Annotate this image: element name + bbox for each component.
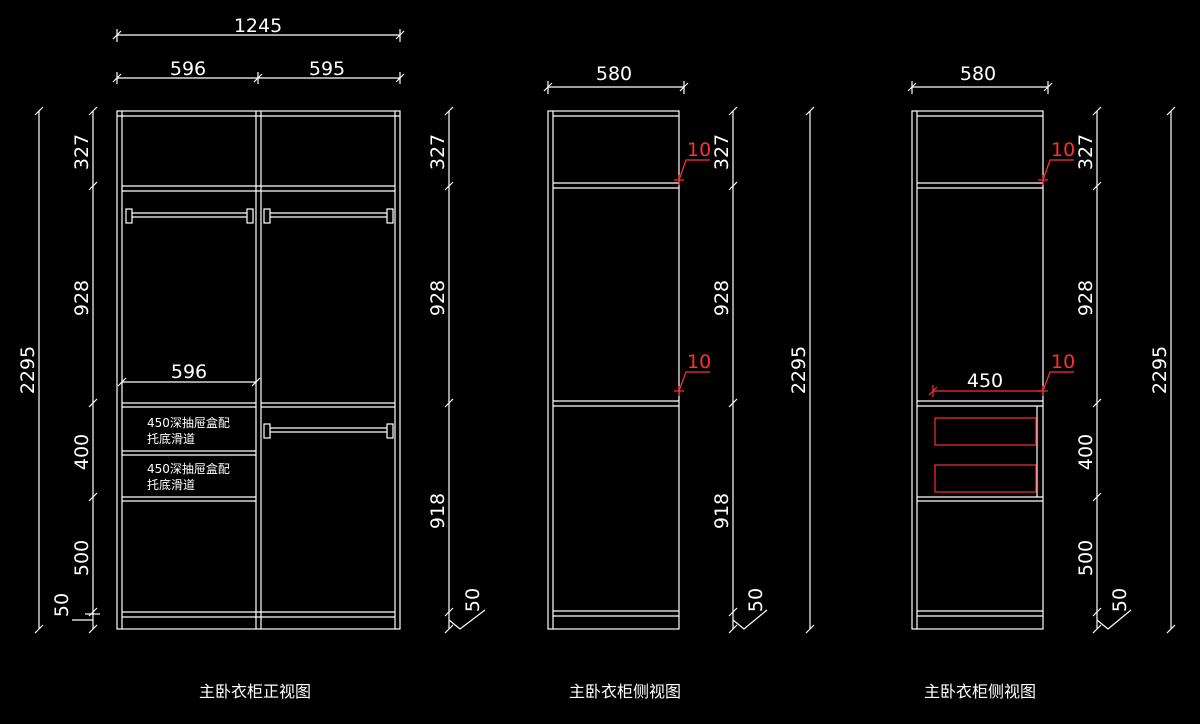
side1-height-327: 327 [711,134,733,170]
side2-height-928: 928 [1075,280,1097,316]
red-annotations [674,159,1074,493]
side1-height-928: 928 [711,280,733,316]
side-view-2-cabinet [911,110,1044,630]
side2-height-50: 50 [1109,588,1131,612]
front-right-height-50: 50 [462,588,484,612]
side2-height-500: 500 [1075,540,1097,576]
drawer-box-lower [934,464,1037,493]
side2-total-height: 2295 [1149,346,1171,394]
front-left-height-chain [34,106,100,634]
side1-offset-mid: 10 [687,351,711,373]
side2-offset-mid: 10 [1051,351,1075,373]
side-view-1-title: 主卧衣柜侧视图 [569,682,681,701]
front-left-width-label: 596 [170,58,206,80]
side2-height-327: 327 [1075,134,1097,170]
drawer1-note-line1: 450深抽屉盒配 [147,415,230,430]
front-drawer-width-label: 596 [171,361,207,383]
side1-width-label: 580 [596,63,632,85]
front-left-height-327: 327 [71,134,93,170]
front-right-height-918: 918 [427,493,449,529]
drawer-box-upper [934,417,1037,446]
front-view-title: 主卧衣柜正视图 [199,682,311,701]
front-right-height-928: 928 [427,280,449,316]
side1-total-height: 2295 [788,346,810,394]
side-view-1-cabinet [547,110,680,630]
side-view-1-dimensions [543,81,815,634]
front-left-height-500: 500 [71,540,93,576]
front-right-height-327: 327 [427,134,449,170]
front-total-width-label: 1245 [234,15,282,37]
side2-drawer-depth: 450 [967,370,1003,392]
side1-offset-top: 10 [687,139,711,161]
drawer2-note-line1: 450深抽屉盒配 [147,461,230,476]
side-view-2-title: 主卧衣柜侧视图 [924,682,1036,701]
side1-height-918: 918 [711,493,733,529]
side2-height-400: 400 [1075,434,1097,470]
side1-height-50: 50 [745,588,767,612]
front-right-height-chain [444,106,486,634]
front-width-dimensions [112,29,405,387]
drawer2-note-line2: 托底滑道 [147,477,195,492]
drawer1-note-line2: 托底滑道 [147,431,195,446]
front-view-cabinet [116,110,401,630]
side-view-2-dimensions [907,81,1176,634]
front-total-height-label: 2295 [17,346,39,394]
side2-offset-top: 10 [1051,139,1075,161]
front-left-height-400: 400 [71,434,93,470]
front-left-height-50: 50 [51,593,73,617]
front-right-width-label: 595 [309,58,345,80]
front-left-height-928: 928 [71,280,93,316]
side2-width-label: 580 [960,63,996,85]
